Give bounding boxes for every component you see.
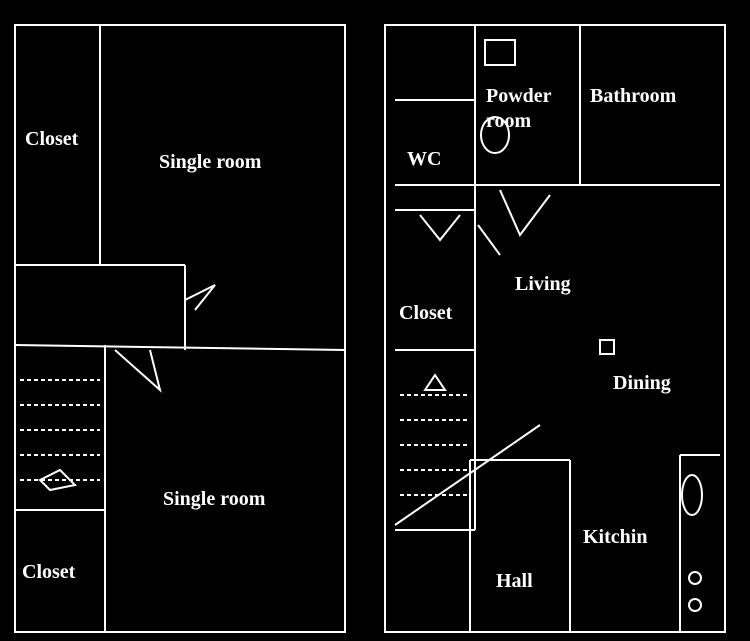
- label-closet-bottom: Closet: [22, 561, 76, 583]
- left-stairs: [20, 379, 100, 481]
- door-swing: [499, 189, 551, 237]
- table-fixture: [599, 339, 615, 355]
- right-plan-walls: [384, 24, 726, 633]
- label-hall: Hall: [496, 570, 533, 592]
- door-swing: [114, 349, 162, 393]
- label-closet-right: Closet: [399, 302, 453, 324]
- label-bathroom: Bathroom: [590, 85, 677, 107]
- lamp-fixture: [423, 373, 447, 391]
- label-powder-room-2: room: [486, 110, 532, 132]
- right-outer-wall: [384, 24, 726, 633]
- label-single-room-bottom: Single room: [163, 488, 266, 510]
- left-outer-wall: [14, 24, 346, 633]
- door-swing: [477, 224, 501, 256]
- label-living: Living: [515, 273, 571, 295]
- sink-fixture: [484, 39, 516, 66]
- toilet-fixture: [480, 116, 510, 154]
- label-closet-top: Closet: [25, 128, 79, 150]
- left-plan-walls: [14, 24, 346, 633]
- door-swing: [184, 284, 216, 311]
- toilet-fixture: [38, 468, 78, 492]
- right-stairs: [400, 394, 470, 496]
- label-kitchen: Kitchin: [583, 526, 648, 548]
- stair-diagonal: [394, 424, 541, 526]
- sink-fixture: [681, 474, 703, 516]
- label-wc: WC: [407, 148, 442, 170]
- door-swing: [419, 214, 461, 242]
- label-powder-room-1: Powder: [486, 85, 552, 107]
- label-single-room-top: Single room: [159, 151, 262, 173]
- stove-burner: [688, 598, 702, 612]
- stove-burner: [688, 571, 702, 585]
- label-dining: Dining: [613, 372, 671, 394]
